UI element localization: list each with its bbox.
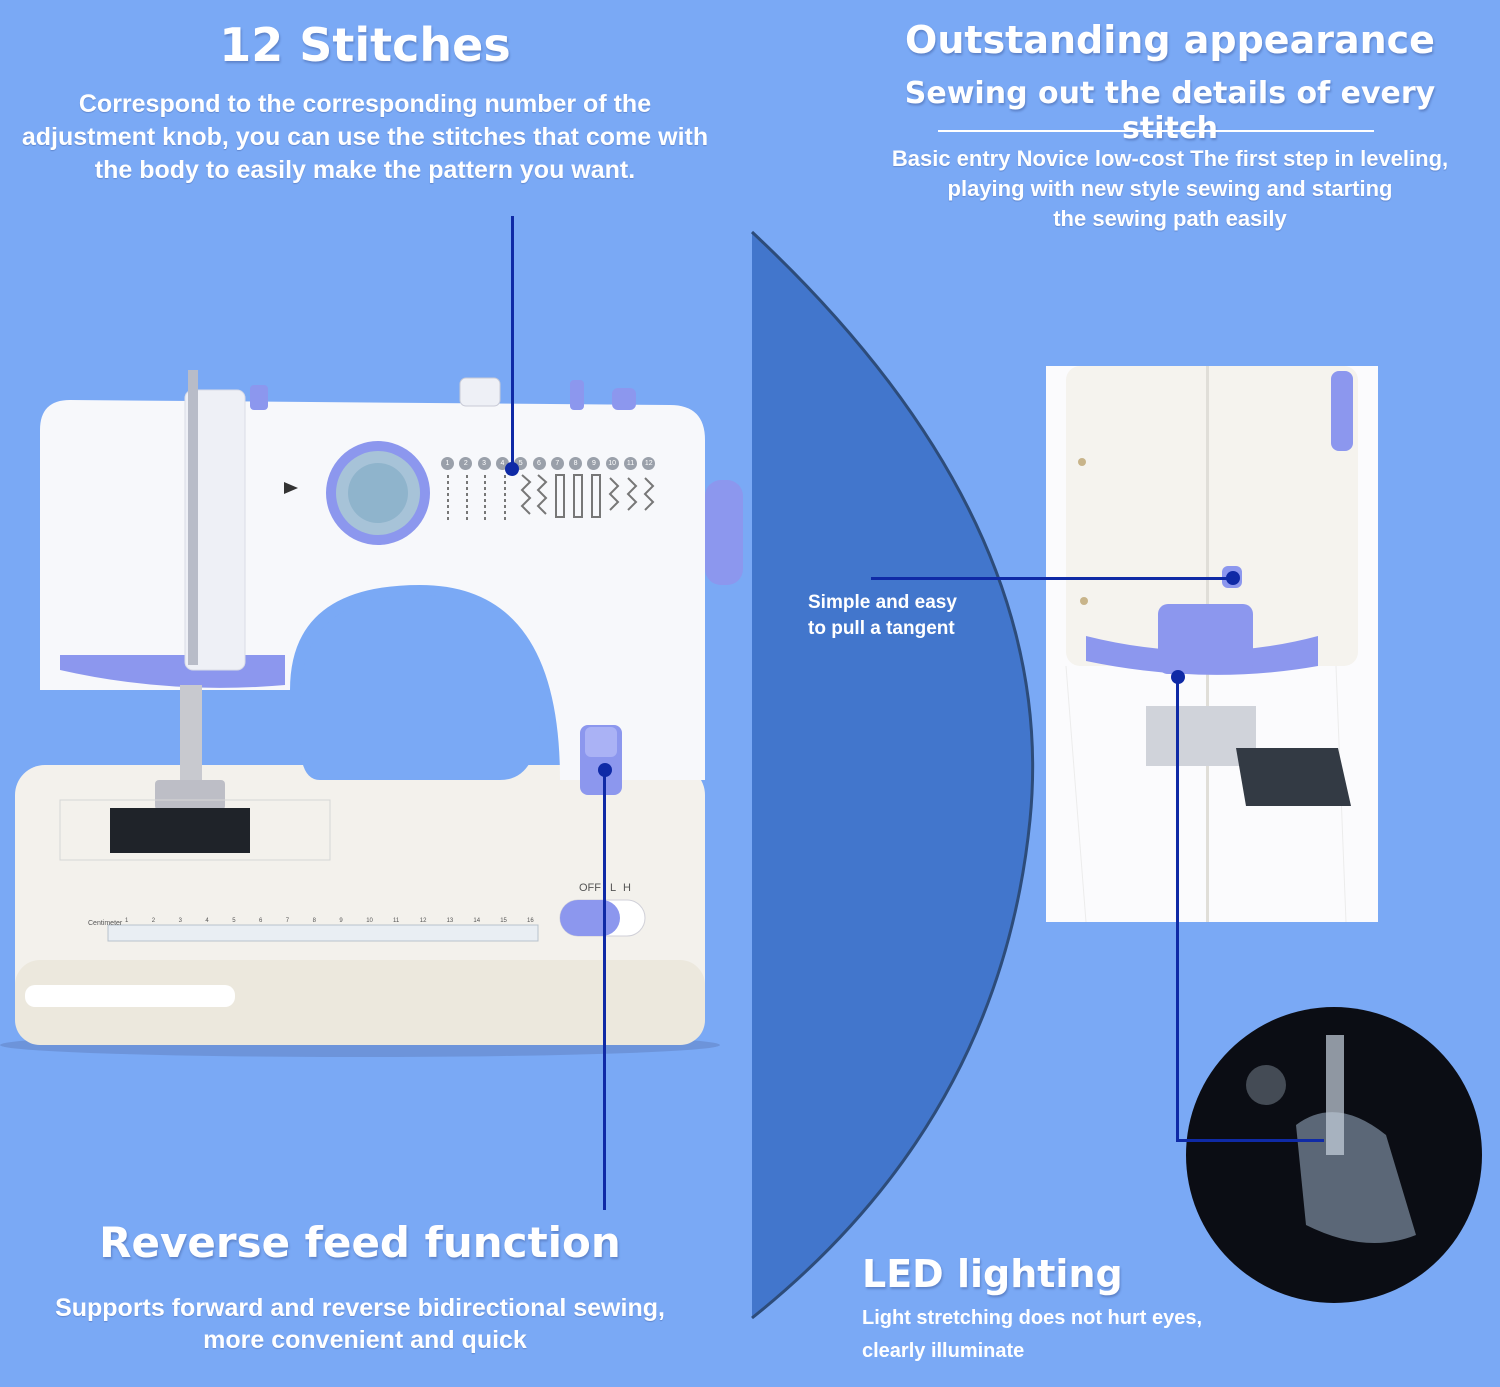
ruler-number: 4 (205, 918, 209, 924)
callout-line-led-vertical (1176, 676, 1179, 1142)
ruler-number: 7 (285, 918, 290, 924)
led-line-2: clearly illuminate (862, 1340, 1025, 1362)
led-line-1: Light stretching does not hurt eyes, (862, 1307, 1203, 1329)
callout-line-stitches (511, 216, 514, 470)
tangent-line-2: to pull a tangent (808, 618, 955, 639)
appearance-line-2: playing with new style sewing and starti… (947, 176, 1393, 201)
callout-dot-tangent (1226, 571, 1240, 585)
callout-line-reverse (603, 770, 606, 1210)
ruler-number: 9 (339, 918, 343, 924)
appearance-line-3: the sewing path easily (1053, 206, 1287, 231)
reverse-title: Reverse feed function (99, 1218, 621, 1267)
ruler-number: 13 (446, 918, 454, 924)
stitches-title: 12 Stitches (219, 18, 511, 72)
callout-line-tangent (871, 577, 1233, 580)
stitch-number: 2 (459, 457, 473, 470)
ruler-number: 5 (232, 918, 236, 924)
stitch-number: 1 (441, 457, 454, 470)
ruler-number: 16 (527, 918, 534, 924)
ruler-number: 3 (178, 918, 182, 924)
stitches-description: Correspond to the corresponding number o… (21, 90, 709, 184)
led-closeup-image (1186, 1007, 1482, 1303)
switch-label-off: OFF (579, 882, 601, 894)
closeup-image (1046, 366, 1378, 922)
reverse-line-2: more convenient and quick (203, 1326, 527, 1354)
ruler-number: 6 (259, 918, 263, 924)
ruler-number: 15 (500, 918, 507, 924)
stitch-number: 6 (532, 457, 546, 470)
ruler-number: 2 (151, 918, 156, 924)
ruler-label: Centimeter (88, 920, 123, 927)
callout-line-led-horizontal (1176, 1139, 1324, 1142)
stitch-number: 10 (605, 457, 619, 470)
ruler-number: 12 (419, 918, 427, 924)
stitch-number: 7 (550, 457, 564, 470)
switch-label-h: H (623, 882, 631, 894)
appearance-divider (938, 130, 1374, 132)
switch-label-l: L (610, 882, 617, 894)
appearance-subtitle: Sewing out the details of every stitch (904, 76, 1436, 146)
ruler-number: 8 (312, 918, 316, 924)
ruler-number: 10 (366, 918, 373, 924)
appearance-title: Outstanding appearance (905, 18, 1435, 62)
stitch-number: 3 (477, 457, 491, 470)
sewing-machine-image (0, 370, 743, 1057)
callout-dot-stitches (505, 462, 519, 476)
stitch-number: 12 (642, 457, 656, 470)
stitch-number: 8 (569, 457, 583, 470)
stitch-number: 11 (624, 457, 637, 470)
ruler-number: 11 (393, 918, 400, 924)
ruler-number: 1 (125, 918, 129, 924)
appearance-line-1: Basic entry Novice low-cost The first st… (891, 146, 1449, 171)
reverse-line-1: Supports forward and reverse bidirection… (55, 1294, 665, 1322)
callout-dot-reverse (598, 763, 612, 777)
led-title: LED lighting (862, 1252, 1123, 1296)
stitch-number: 9 (587, 457, 601, 470)
ruler-number: 14 (473, 918, 481, 924)
callout-dot-led (1171, 670, 1185, 684)
tangent-line-1: Simple and easy (808, 592, 957, 613)
